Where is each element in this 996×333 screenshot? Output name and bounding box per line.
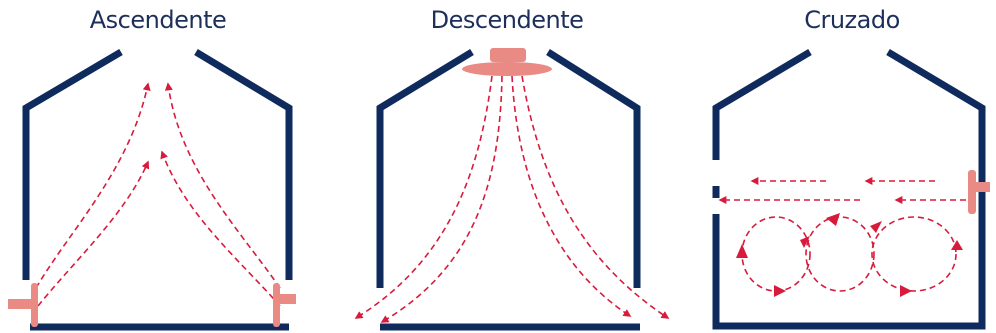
airflow-arrows — [35, 82, 281, 307]
diagram-cruzado — [712, 48, 990, 330]
title-ascendente: Ascendente — [89, 6, 227, 34]
room-walls — [22, 48, 293, 331]
inlet-diffuser-left — [8, 283, 38, 327]
circulation-loops — [741, 216, 957, 292]
room-walls — [376, 49, 641, 331]
diagram-ascendente — [8, 48, 296, 331]
room-walls — [712, 48, 986, 330]
diagram-descendente — [354, 48, 670, 331]
airflow-arrows — [718, 177, 966, 204]
airflow-arrows — [354, 75, 670, 323]
title-cruzado: Cruzado — [804, 6, 900, 34]
loop-arrowheads — [736, 213, 963, 297]
ceiling-diffuser — [462, 48, 552, 76]
title-descendente: Descendente — [430, 6, 584, 34]
inlet-diffuser-right — [273, 283, 296, 327]
inlet-diffuser-right — [968, 170, 990, 214]
